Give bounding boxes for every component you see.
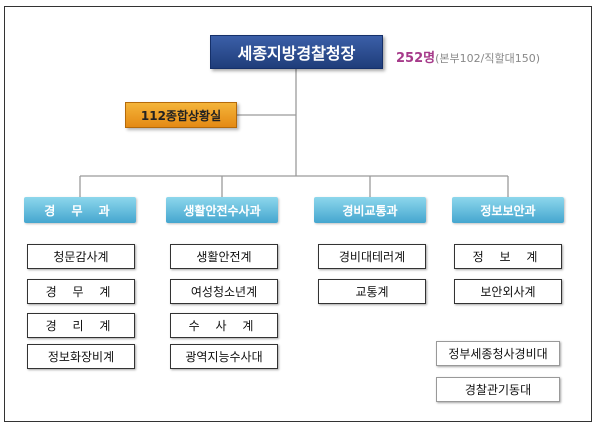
direct-unit-box: 정부세종청사경비대 (436, 341, 560, 366)
unit-label: 정보화장비계 (47, 350, 115, 364)
chief-box: 세종지방경찰청장 (210, 35, 383, 69)
unit-box: 보안외사계 (454, 279, 562, 304)
dept-gyeongmu: 경 무 과 (24, 197, 136, 223)
unit-box: 정 보 계 (454, 244, 562, 269)
direct-unit-label: 경찰관기동대 (464, 383, 532, 397)
unit-label: 경 무 계 (45, 285, 117, 299)
unit-box: 정보화장비계 (27, 344, 135, 369)
unit-label: 경 리 계 (45, 319, 117, 333)
dept-label: 생활안전수사과 (183, 203, 261, 218)
dept-label: 정보보안과 (480, 203, 536, 218)
direct-unit-box: 경찰관기동대 (436, 377, 560, 402)
situation-room-box: 112종합상황실 (125, 102, 237, 128)
unit-label: 보안외사계 (480, 285, 536, 299)
unit-label: 광역지능수사대 (185, 350, 263, 364)
dept-label: 경 무 과 (44, 203, 116, 218)
unit-label: 수 사 계 (188, 319, 260, 333)
unit-box: 청문감사계 (27, 244, 135, 269)
unit-box: 광역지능수사대 (170, 344, 278, 369)
situation-room-label: 112종합상황실 (140, 108, 222, 123)
unit-label: 교통계 (355, 285, 389, 299)
unit-box: 교통계 (318, 279, 426, 304)
unit-label: 생활안전계 (196, 250, 252, 264)
unit-box: 여성청소년계 (170, 279, 278, 304)
dept-saenghwal: 생활안전수사과 (166, 197, 278, 223)
dept-gyeongbi: 경비교통과 (314, 197, 426, 223)
unit-box: 경 무 계 (27, 279, 135, 304)
unit-box: 수 사 계 (170, 313, 278, 338)
unit-box: 생활안전계 (170, 244, 278, 269)
headcount: 252명(본부102/직할대150) (396, 47, 540, 66)
chief-label: 세종지방경찰청장 (237, 44, 356, 63)
direct-unit-label: 정부세종청사경비대 (448, 347, 548, 361)
headcount-detail: (본부102/직할대150) (435, 52, 540, 65)
dept-label: 경비교통과 (342, 203, 398, 218)
unit-box: 경 리 계 (27, 313, 135, 338)
unit-label: 여성청소년계 (190, 285, 258, 299)
unit-label: 정 보 계 (472, 250, 544, 264)
headcount-total: 252명 (396, 51, 436, 66)
dept-jeongbo: 정보보안과 (452, 197, 564, 223)
unit-label: 청문감사계 (53, 250, 109, 264)
unit-label: 경비대테러계 (338, 250, 406, 264)
unit-box: 경비대테러계 (318, 244, 426, 269)
